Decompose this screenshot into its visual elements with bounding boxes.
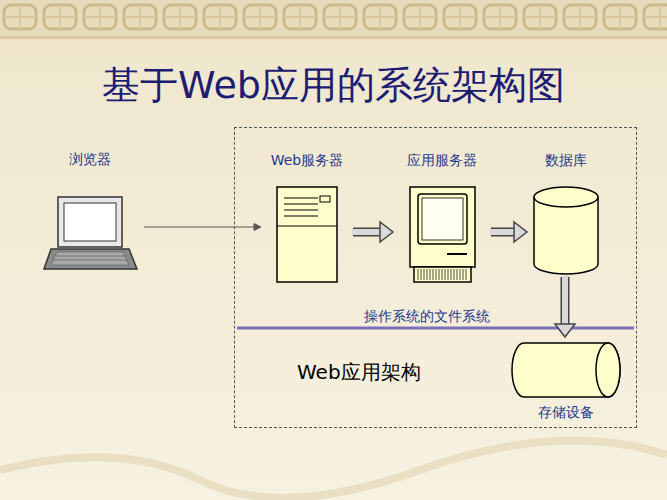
arrowhead	[555, 324, 575, 337]
storage-icon	[510, 341, 622, 399]
band-edge	[0, 36, 667, 39]
mac-node: 应用服务器	[395, 149, 489, 285]
arrowhead	[254, 224, 261, 231]
request-line	[144, 224, 261, 231]
block-arrow	[555, 276, 575, 337]
laptop-node: 浏览器	[38, 148, 142, 272]
server-node: Web服务器	[263, 149, 351, 283]
diagram-title: 基于Web应用的系统架构图	[0, 62, 667, 108]
laptop-icon	[43, 195, 138, 272]
node-label: 存储设备	[507, 403, 625, 421]
mac-icon	[409, 186, 476, 284]
storage-node: 存储设备	[507, 339, 625, 423]
connector-shaft-fill	[490, 229, 517, 235]
layer-label: 操作系统的文件系统	[364, 307, 490, 325]
architecture-region: Web应用架构 Web服务器 应用服务器 数据库存储设备	[234, 127, 637, 428]
block-arrow	[352, 222, 393, 242]
server-icon	[276, 186, 338, 283]
filesystem-line	[237, 327, 634, 330]
region-title: Web应用架构	[297, 360, 421, 384]
connector-shaft-fill	[562, 276, 568, 327]
db-icon	[533, 186, 599, 276]
db-node: 数据库	[529, 149, 603, 275]
arrowhead	[514, 222, 527, 242]
node-label: Web服务器	[263, 151, 351, 169]
block-arrow	[490, 222, 527, 242]
connector-shaft-fill	[352, 229, 383, 235]
node-label: 数据库	[529, 151, 603, 169]
arrowhead	[380, 222, 393, 242]
connector-shaft	[144, 227, 255, 228]
node-label: 浏览器	[38, 150, 142, 168]
border-band	[0, 0, 667, 36]
node-label: 应用服务器	[395, 151, 489, 169]
watermark-swirl	[0, 441, 667, 498]
